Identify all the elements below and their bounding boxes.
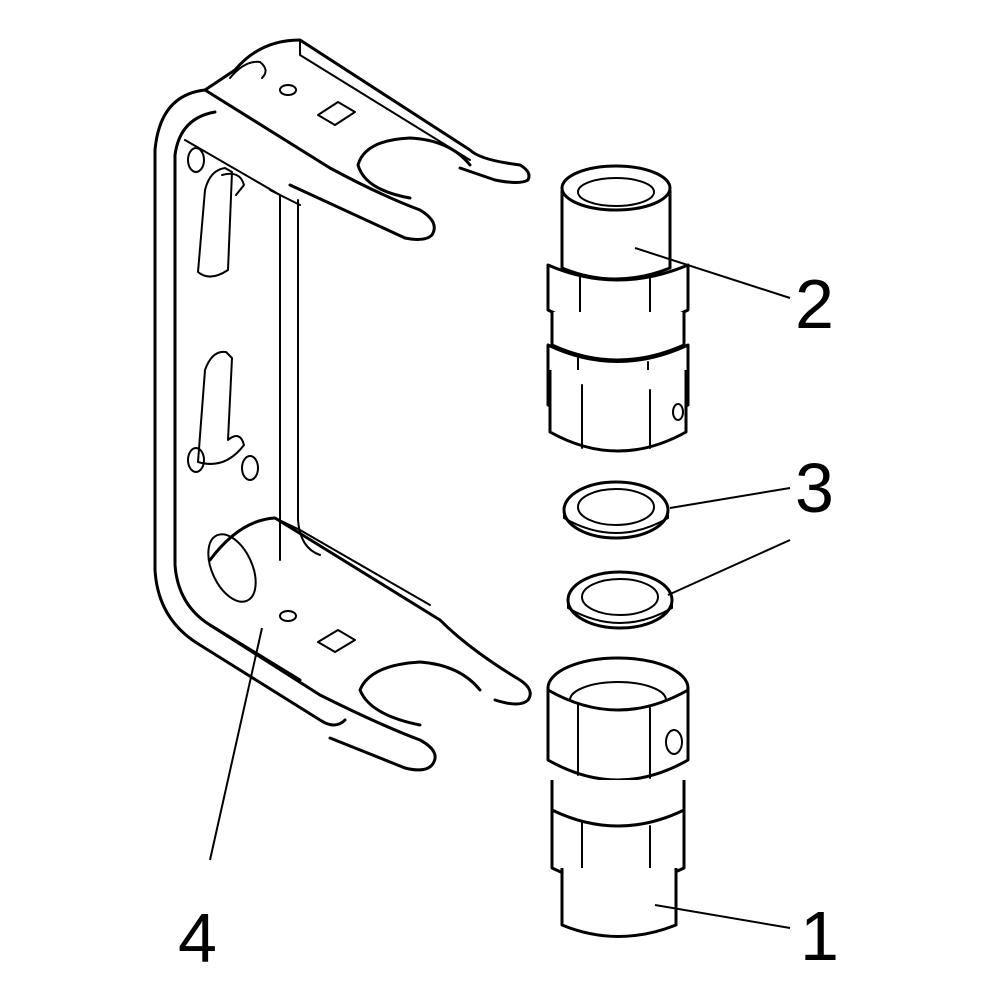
sealing-washer-icon xyxy=(566,570,674,630)
callout-2: 2 xyxy=(795,265,834,343)
leader-line-3a xyxy=(669,487,791,509)
compression-fitting-icon xyxy=(546,656,690,938)
compression-fitting-icon xyxy=(546,164,690,453)
bracket-icon xyxy=(153,38,532,772)
leader-line-3b xyxy=(667,539,791,596)
leader-line-4 xyxy=(209,627,263,861)
sealing-washer-icon xyxy=(562,480,670,540)
leader-lines xyxy=(209,247,791,929)
callout-3: 3 xyxy=(795,449,834,527)
callout-1: 1 xyxy=(800,897,839,975)
leader-line-2 xyxy=(634,247,791,299)
leader-line-1 xyxy=(654,904,791,929)
callout-4: 4 xyxy=(178,899,217,977)
